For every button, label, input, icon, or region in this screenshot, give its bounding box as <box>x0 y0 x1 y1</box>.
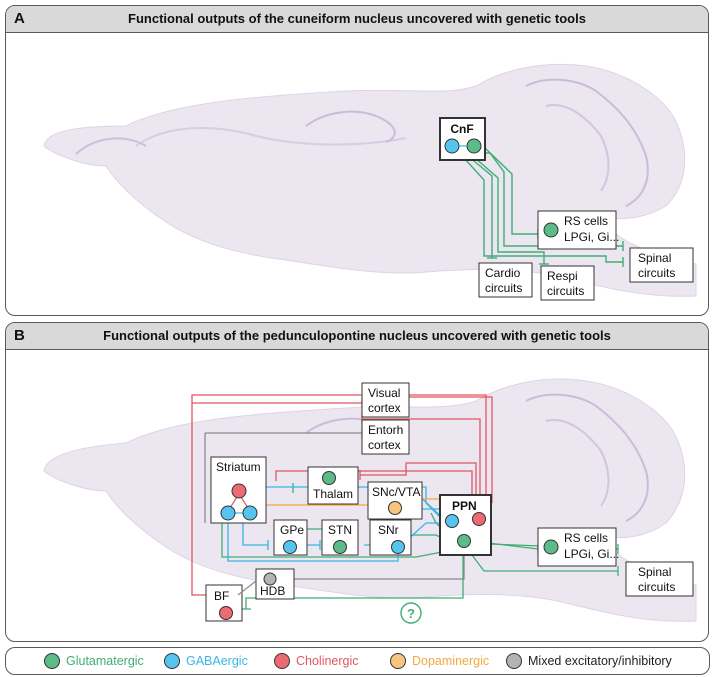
entorh-cortex-sublabel: cortex <box>368 438 401 452</box>
visual-cortex-label: Visual <box>368 386 400 400</box>
panel-a-title: Functional outputs of the cuneiform nucl… <box>128 11 586 26</box>
panel-b-header: B Functional outputs of the pedunculopon… <box>6 323 708 350</box>
legend-label-glutamatergic: Glutamatergic <box>66 654 144 668</box>
entorh-cortex-label: Entorh <box>368 423 403 437</box>
glutamatergic-dot-icon <box>44 653 60 669</box>
spinal-sublabel-a: circuits <box>638 266 675 280</box>
bf-cholinergic-neuron <box>219 606 233 620</box>
spinal-circuits-box-a <box>629 247 694 283</box>
unknown-target-label: ? <box>407 606 415 621</box>
panel-b-title: Functional outputs of the pedunculoponti… <box>103 328 611 343</box>
legend-label-cholinergic: Cholinergic <box>296 654 359 668</box>
visual-cortex-sublabel: cortex <box>368 401 401 415</box>
rs-cells-sublabel-a: LPGi, Gi... <box>564 230 619 244</box>
rs-cells-sublabel-b: LPGi, Gi... <box>564 547 619 561</box>
hdb-bf-link <box>237 580 257 596</box>
visual-cortex-box <box>361 382 410 418</box>
ppn-cholinergic-neuron <box>472 512 486 526</box>
cardio-sublabel: circuits <box>485 281 522 295</box>
legend-label-gabaergic: GABAergic <box>186 654 248 668</box>
legend-item-glutamatergic: Glutamatergic <box>44 652 144 670</box>
striatum-gabaergic-neuron-right <box>242 505 258 521</box>
rs-cells-label-b: RS cells <box>564 531 608 545</box>
snr-label: SNr <box>378 523 399 537</box>
legend-item-dopaminergic: Dopaminergic <box>390 652 489 670</box>
hdb-label: HDB <box>260 584 285 598</box>
cnf-box <box>439 117 486 161</box>
panel-b-red-connections <box>191 394 493 596</box>
panel-a-header: A Functional outputs of the cuneiform nu… <box>6 6 708 33</box>
legend: Glutamatergic GABAergic Cholinergic Dopa… <box>5 647 710 675</box>
respi-circuits-box <box>540 265 595 301</box>
snc-vta-dopaminergic-neuron <box>388 501 402 515</box>
gpe-gabaergic-neuron <box>283 540 297 554</box>
snr-gabaergic-neuron <box>391 540 405 554</box>
gabaergic-dot-icon <box>164 653 180 669</box>
rs-glutamatergic-neuron-a <box>543 222 559 238</box>
brain-silhouette-a <box>43 63 697 297</box>
cnf-label: CnF <box>450 122 473 136</box>
panel-b-diagram: Visual cortex Entorh cortex Striatum Tha… <box>43 378 697 624</box>
gpe-box <box>273 519 308 556</box>
cholinergic-dot-icon <box>274 653 290 669</box>
panel-a-letter: A <box>14 10 25 27</box>
legend-label-dopaminergic: Dopaminergic <box>412 654 490 668</box>
rs-cells-label-a: RS cells <box>564 214 608 228</box>
stn-glutamatergic-neuron <box>333 540 347 554</box>
dopaminergic-dot-icon <box>390 653 406 669</box>
striatum-gabaergic-neuron-left <box>220 505 236 521</box>
cardio-circuits-box <box>478 262 533 298</box>
legend-item-gabaergic: GABAergic <box>164 652 248 670</box>
respi-sublabel: circuits <box>547 284 584 298</box>
hdb-mixed-neuron <box>263 572 277 586</box>
legend-item-cholinergic: Cholinergic <box>274 652 359 670</box>
hdb-box <box>255 568 295 600</box>
cnf-gabaergic-neuron <box>444 138 460 154</box>
gpe-label: GPe <box>280 523 304 537</box>
thalamus-label: Thalam <box>313 487 353 501</box>
mixed-dot-icon <box>506 653 522 669</box>
panel-b: B Functional outputs of the pedunculopon… <box>5 322 709 642</box>
striatum-label: Striatum <box>216 460 261 474</box>
snc-vta-label: SNc/VTA <box>372 485 420 499</box>
legend-label-mixed: Mixed excitatory/inhibitory <box>528 654 672 668</box>
spinal-circuits-box-b <box>625 561 694 597</box>
legend-item-mixed: Mixed excitatory/inhibitory <box>506 652 672 670</box>
thalamus-glutamatergic-neuron <box>322 471 336 485</box>
respi-label: Respi <box>547 269 578 283</box>
cnf-glutamatergic-neuron <box>466 138 482 154</box>
panel-a-diagram: CnF RS cells LPGi, Gi... Spinal circuits… <box>43 63 697 301</box>
cardio-label: Cardio <box>485 266 521 280</box>
spinal-sublabel-b: circuits <box>638 580 675 594</box>
striatum-cholinergic-neuron <box>231 483 247 499</box>
bf-label: BF <box>214 589 229 603</box>
panel-b-letter: B <box>14 327 25 344</box>
spinal-label-b: Spinal <box>638 565 671 579</box>
panel-a: A Functional outputs of the cuneiform nu… <box>5 5 709 316</box>
ppn-gabaergic-neuron <box>445 514 459 528</box>
entorh-cortex-box <box>361 419 410 455</box>
unknown-target-icon <box>400 602 422 624</box>
ppn-label: PPN <box>452 499 477 513</box>
spinal-label-a: Spinal <box>638 251 671 265</box>
rs-glutamatergic-neuron-b <box>543 539 559 555</box>
ppn-glutamatergic-neuron <box>457 534 471 548</box>
stn-label: STN <box>328 523 352 537</box>
